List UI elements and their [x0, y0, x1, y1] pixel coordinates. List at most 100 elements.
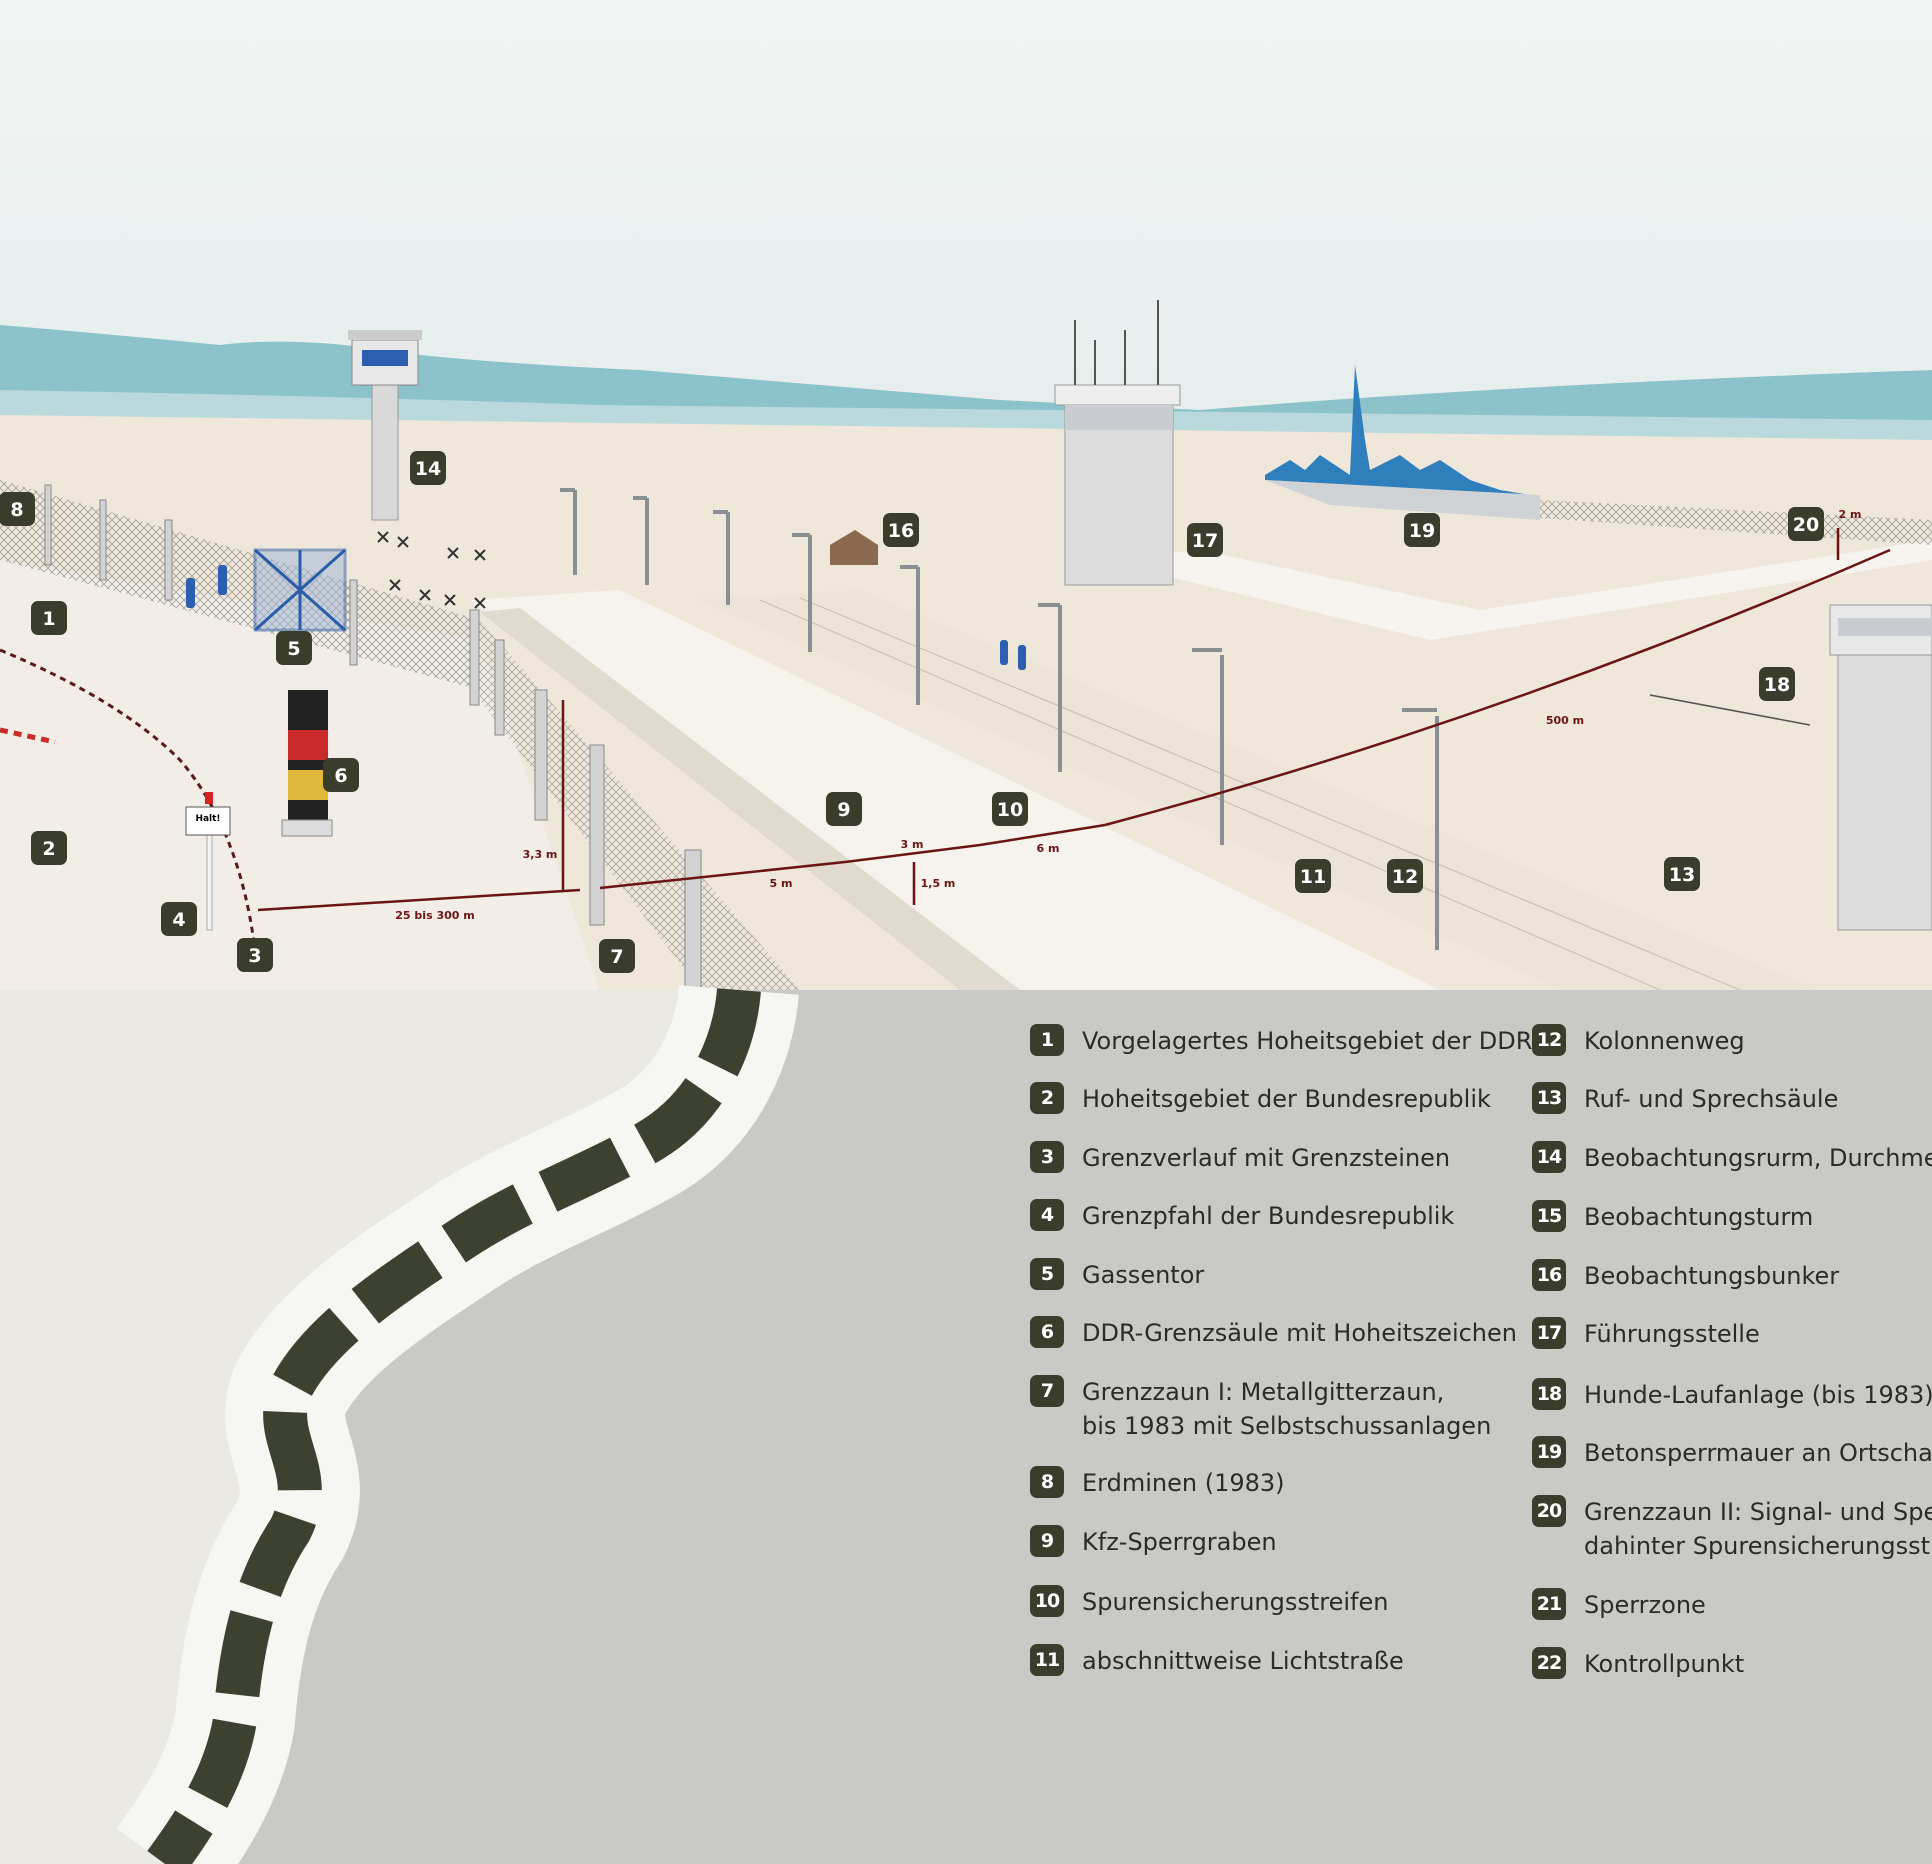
legend-text: Führungsstelle [1584, 1320, 1760, 1348]
legend-badge: 12 [1532, 1024, 1566, 1056]
legend-item-15: 15 Beobachtungsturm [1532, 1200, 1813, 1234]
diagram-badge-9: 9 [826, 792, 862, 826]
concrete-wall [1265, 480, 1540, 520]
diagram-badge-6: 6 [323, 758, 359, 792]
badge-number: 4 [172, 909, 185, 931]
diagram-badge-4: 4 [161, 902, 197, 936]
diagram-badge-17: 17 [1187, 523, 1223, 557]
badge-number: 19 [1409, 520, 1435, 542]
dimension-3-3m: 3,3 m [523, 848, 558, 861]
legend-badge: 22 [1532, 1647, 1566, 1679]
diagram-badge-5: 5 [276, 631, 312, 665]
legend-badge: 13 [1532, 1082, 1566, 1114]
control-strip [470, 590, 1440, 990]
diagram-badge-7: 7 [599, 939, 635, 973]
diagram-badge-14: 14 [410, 451, 446, 485]
border-fence-2 [1540, 500, 1932, 545]
legend-text: Spurensicherungsstreifen [1082, 1588, 1389, 1616]
legend-badge: 8 [1030, 1466, 1064, 1498]
diagram-badge-18: 18 [1759, 667, 1795, 701]
legend-badge: 1 [1030, 1024, 1064, 1056]
badge-bg [1664, 857, 1700, 891]
diagram-badge-20: 20 [1788, 507, 1824, 541]
badge-number: 7 [610, 946, 623, 968]
badge-number: 2 [42, 838, 55, 860]
dimension-3m: 3 m [901, 838, 924, 851]
legend-badge: 15 [1532, 1200, 1566, 1232]
badge-bg [31, 601, 67, 635]
legend-badge: 3 [1030, 1141, 1064, 1173]
dimension-500m: 500 m [1546, 714, 1584, 727]
legend-badge: 18 [1532, 1378, 1566, 1410]
badge-number: 8 [10, 499, 23, 521]
legend-text: DDR-Grenzsäule mit Hoheitszeichen [1082, 1319, 1517, 1347]
diagram-badge-10: 10 [992, 792, 1028, 826]
badge-number: 20 [1793, 514, 1819, 536]
badge-bg [1404, 513, 1440, 547]
back-road [1100, 540, 1932, 640]
badge-bg [883, 513, 919, 547]
halt-sign-text: Halt! [195, 814, 220, 824]
diagram-badge-1: 1 [31, 601, 67, 635]
legend-text: Hunde-Laufanlage (bis 1983) [1584, 1381, 1932, 1409]
barrier [0, 727, 56, 745]
legend-badge: 20 [1532, 1495, 1566, 1527]
badge-bg [161, 902, 197, 936]
lamps [560, 488, 1439, 950]
legend-text: Beobachtungsturm [1584, 1203, 1814, 1231]
trench [480, 608, 1020, 990]
legend-text: Erdminen (1983) [1082, 1469, 1285, 1497]
legend-item-22: 22 Kontrollpunkt [1532, 1647, 1744, 1681]
badge-number: 1 [42, 608, 55, 630]
legend-item-18: 18 Hunde-Laufanlage (bis 1983) [1532, 1378, 1932, 1412]
dimension-1-5m: 1,5 m [921, 877, 956, 890]
bunker [830, 530, 878, 565]
legend-text: Sperrzone [1584, 1591, 1706, 1619]
badge-bg [992, 792, 1028, 826]
badge-number: 17 [1192, 530, 1218, 552]
badge-bg [1387, 859, 1423, 893]
badge-number: 11 [1300, 866, 1326, 888]
badge-number: 10 [997, 799, 1023, 821]
legend-text: Kontrollpunkt [1584, 1650, 1745, 1678]
badge-number: 16 [888, 520, 914, 542]
legend-item-3: 3 Grenzverlauf mit Grenzsteinen [1030, 1141, 1450, 1175]
legend-badge: 4 [1030, 1199, 1064, 1231]
badge-bg [276, 631, 312, 665]
dimension-25-300m: 25 bis 300 m [395, 909, 474, 922]
legend-text: Gassentor [1082, 1261, 1205, 1289]
legend-text: Grenzzaun I: Metallgitterzaun, bis 1983 … [1082, 1378, 1492, 1440]
badge-bg [237, 938, 273, 972]
soldiers [186, 565, 1026, 670]
legend-text: Hoheitsgebiet der Bundesrepublik [1082, 1085, 1491, 1113]
legend-badge: 14 [1532, 1141, 1566, 1173]
dimension-6m: 6 m [1037, 842, 1060, 855]
badge-bg [826, 792, 862, 826]
diagram-badge-8: 8 [0, 492, 35, 526]
legend-text: Grenzpfahl der Bundesrepublik [1082, 1202, 1455, 1230]
badge-number: 12 [1392, 866, 1418, 888]
command-post-tower [1054, 300, 1181, 586]
badge-bg [1788, 507, 1824, 541]
badge-number: 18 [1764, 674, 1790, 696]
badge-bg [31, 831, 67, 865]
dog-run-line [1649, 694, 1811, 726]
badge-number: 5 [287, 638, 300, 660]
diagram-badge-11: 11 [1295, 859, 1331, 893]
legend-badge: 10 [1030, 1585, 1064, 1617]
badge-bg [410, 451, 446, 485]
gate [253, 548, 347, 632]
legend-badge: 16 [1532, 1259, 1566, 1291]
dimension-2m: 2 m [1839, 508, 1862, 521]
legend-item-8: 8 Erdminen (1983) [1030, 1466, 1285, 1500]
legend-badge: 21 [1532, 1588, 1566, 1620]
legend-text: Grenzverlauf mit Grenzsteinen [1082, 1144, 1451, 1172]
